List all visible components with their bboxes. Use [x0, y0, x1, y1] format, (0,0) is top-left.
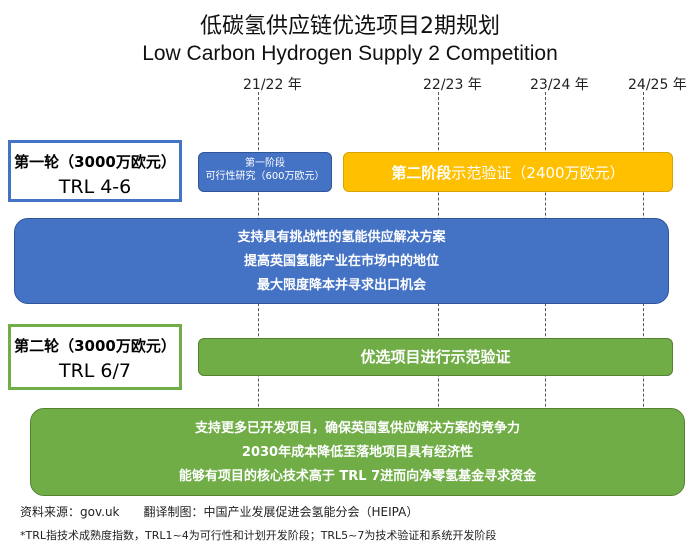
- source-note: 资料来源：gov.uk 翻译制图：中国产业发展促进会氢能分会（HEIPA）: [20, 505, 419, 519]
- round2-box: 第二轮（3000万欧元） TRL 6/7: [8, 324, 182, 390]
- phase1-subtitle: 可行性研究（600万欧元）: [205, 170, 325, 182]
- round1-name: 第一轮（3000万欧元）: [14, 153, 176, 171]
- round1-goal-3: 最大限度降本并寻求出口机会: [256, 278, 426, 293]
- round2-demo-bar: 优选项目进行示范验证: [198, 338, 673, 376]
- round1-goal-2: 提高英国氢能产业在市场中的地位: [243, 254, 439, 269]
- round2-goal-1: 支持更多已开发项目，确保英国氢供应解决方案的竞争力: [194, 421, 520, 436]
- round1-goals-banner: 支持具有挑战性的氢能供应解决方案 提高英国氢能产业在市场中的地位 最大限度降本并…: [14, 218, 669, 304]
- year-label-2425: 24/25 年: [628, 77, 687, 93]
- phase2-detail: 示范验证（2400万欧元）: [451, 164, 625, 182]
- round2-trl: TRL 6/7: [58, 360, 131, 382]
- year-label-2122: 21/22 年: [243, 77, 302, 93]
- round2-goal-2: 2030年成本降低至落地项目具有经济性: [241, 445, 474, 460]
- round2-name: 第二轮（3000万欧元）: [14, 337, 176, 355]
- round1-goal-1: 支持具有挑战性的氢能供应解决方案: [237, 230, 446, 245]
- title-english: Low Carbon Hydrogen Supply 2 Competition: [142, 42, 558, 65]
- round1-phase1-box: 第一阶段 可行性研究（600万欧元）: [198, 152, 332, 192]
- year-label-2223: 22/23 年: [423, 77, 482, 93]
- trl-footnote: *TRL指技术成熟度指数，TRL1~4为可行性和计划开发阶段；TRL5~7为技术…: [20, 529, 497, 542]
- round2-goal-3: 能够有项目的核心技术高于 TRL 7进而向净零氢基金寻求资金: [178, 469, 537, 484]
- title-chinese: 低碳氢供应链优选项目2期规划: [200, 14, 500, 39]
- round1-box: 第一轮（3000万欧元） TRL 4-6: [8, 140, 182, 202]
- year-label-2324: 23/24 年: [530, 77, 589, 93]
- round2-goals-banner: 支持更多已开发项目，确保英国氢供应解决方案的竞争力 2030年成本降低至落地项目…: [30, 408, 685, 496]
- phase1-title: 第一阶段: [245, 158, 285, 169]
- phase2-title: 第二阶段: [391, 164, 452, 182]
- round1-trl: TRL 4-6: [58, 176, 132, 198]
- round1-phase2-box: 第二阶段示范验证（2400万欧元）: [343, 152, 673, 192]
